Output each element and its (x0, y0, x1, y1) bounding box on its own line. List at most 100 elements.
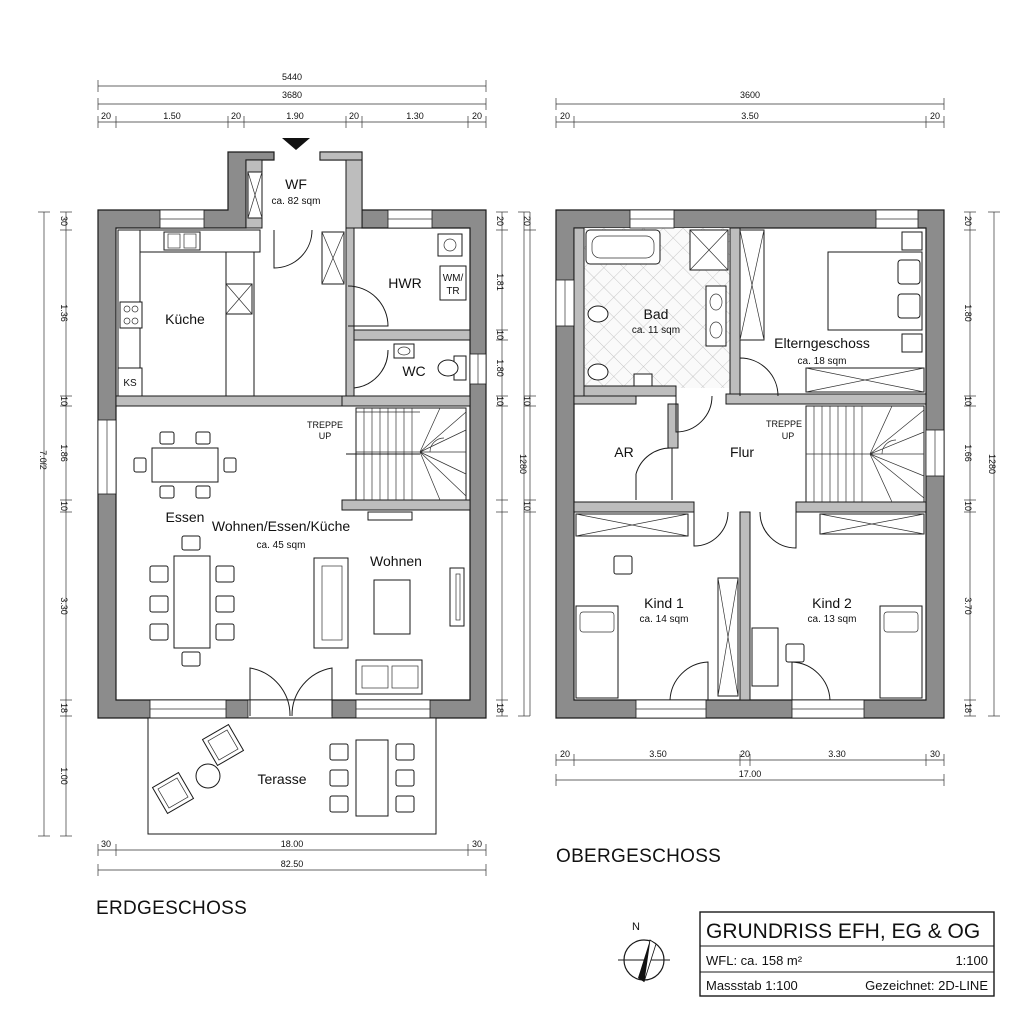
eg-dimensions-left: 7.0ſ2 30 1.36 10 1.86 10 3.30 18 1.00 (38, 211, 72, 837)
north-arrow-icon: N (618, 921, 670, 983)
room-essen-name: Essen (166, 509, 205, 525)
og-dim-bottom-seg-2: 3.50 (649, 749, 667, 759)
eg-dim-seg-5: 20 (349, 111, 359, 121)
og-dim-right-7: 18 (963, 703, 973, 713)
og-dim-seg-3: 20 (930, 111, 940, 121)
title-block-drawn-by: Gezeichnet: 2D-LINE (865, 978, 988, 993)
room-wohnen-essen-name: Wohnen/Essen/Küche (212, 518, 350, 534)
room-wm-line2: TR (446, 286, 459, 297)
room-ar-name: AR (614, 444, 633, 460)
eg-dim-terrace: 1.00 (59, 767, 69, 785)
room-wohnen-name: Wohnen (370, 553, 422, 569)
eg-dim-bottom-seg-1: 30 (101, 839, 111, 849)
og-dim-left-1: 20 (522, 216, 532, 226)
title-block-heading: GRUNDRISS EFH, EG & OG (706, 920, 980, 943)
og-dim-bottom-seg-3: 20 (740, 749, 750, 759)
eg-room-labels: WF ca. 82 sqm Küche KS HWR WM/ TR WC TRE… (123, 176, 463, 787)
og-floor-plan (555, 209, 945, 719)
room-eltern-area: ca. 18 sqm (798, 356, 847, 367)
title-block-wfl: WFL: ca. 158 m² (706, 953, 803, 968)
og-dim-bottom-overall: 17.00 (739, 769, 762, 779)
eg-dim-right-1: 20 (495, 216, 505, 226)
eg-dimensions-bottom: 30 18.00 30 82.50 (97, 839, 487, 876)
room-bad-area: ca. 11 sqm (632, 325, 680, 336)
og-dim-left-3: 10 (522, 396, 532, 406)
eg-floor-plan (97, 138, 487, 835)
og-stairs-label-2: UP (782, 431, 795, 441)
og-stairs-label-1: TREPPE (766, 419, 802, 429)
room-wc-name: WC (402, 363, 425, 379)
north-label: N (632, 921, 640, 933)
eg-dim-left-1: 30 (59, 216, 69, 226)
eg-dim-inner: 3680 (282, 90, 302, 100)
eg-dim-left-5: 10 (59, 501, 69, 511)
og-dim-overall: 3600 (740, 90, 760, 100)
og-dim-right-6: 3.70 (963, 597, 973, 615)
title-block: GRUNDRISS EFH, EG & OG WFL: ca. 158 m² 1… (699, 911, 995, 997)
title-block-scale-label: Massstab 1:100 (706, 978, 798, 993)
room-wm-line1: WM/ (443, 273, 464, 284)
entrance-arrow-icon (282, 138, 310, 150)
og-dim-bottom-seg-1: 20 (560, 749, 570, 759)
og-dim-right-2: 1.80 (963, 304, 973, 322)
room-hwr-name: HWR (388, 275, 421, 291)
og-dim-left-5: 10 (522, 501, 532, 511)
room-terasse-name: Terasse (257, 771, 306, 787)
og-dimensions-right: 20 1.80 10 1.66 10 3.70 18 1280 (963, 211, 1000, 717)
title-block-scale-ratio: 1:100 (955, 953, 988, 968)
eg-dim-left-7: 18 (59, 703, 69, 713)
eg-dim-left-2: 1.36 (59, 304, 69, 322)
og-dim-seg-2: 3.50 (741, 111, 759, 121)
eg-dim-right-3: 10 (495, 330, 505, 340)
eg-dimensions-right: 20 1.81 10 1.80 10 18 1280 (495, 211, 530, 717)
eg-dim-left-overall: 7.0ſ2 (38, 450, 48, 470)
room-bad-name: Bad (644, 306, 669, 322)
eg-dim-seg-2: 1.50 (163, 111, 181, 121)
og-outer-walls (555, 209, 945, 719)
og-dimensions-bottom: 20 3.50 20 3.30 30 17.00 (555, 749, 945, 786)
eg-dim-bottom-overall: 82.50 (281, 859, 304, 869)
eg-dim-right-5: 10 (495, 396, 505, 406)
og-windows (555, 209, 945, 719)
eg-windows (97, 209, 487, 719)
room-kind2-area: ca. 13 sqm (808, 614, 857, 625)
upper-floor-title: OBERGESCHOSS (556, 846, 721, 867)
og-dim-right-1: 20 (963, 216, 973, 226)
eg-dim-right-overall: 1280 (518, 454, 528, 474)
eg-dim-seg-3: 20 (231, 111, 241, 121)
eg-dim-seg-4: 1.90 (286, 111, 304, 121)
room-kind1-area: ca. 14 sqm (640, 614, 689, 625)
og-dim-bottom-seg-5: 30 (930, 749, 940, 759)
room-eltern-name: Elterngeschoss (774, 335, 870, 351)
room-kind2-name: Kind 2 (812, 595, 852, 611)
og-dim-right-3: 10 (963, 396, 973, 406)
og-dimensions-left: 20 10 10 (522, 212, 536, 716)
eg-dim-left-4: 1.86 (59, 444, 69, 462)
og-dim-right-overall: 1280 (987, 454, 997, 474)
eg-dim-right-4: 1.80 (495, 359, 505, 377)
og-room-labels: Bad ca. 11 sqm Elterngeschoss ca. 18 sqm… (614, 306, 870, 625)
eg-dim-bottom-inner: 18.00 (281, 839, 304, 849)
og-dim-right-5: 10 (963, 501, 973, 511)
eg-dim-seg-6: 1.30 (406, 111, 424, 121)
room-wf-name: WF (285, 176, 307, 192)
og-dim-right-4: 1.66 (963, 444, 973, 462)
eg-dim-left-3: 10 (59, 396, 69, 406)
og-staircase (805, 405, 925, 503)
eg-dimensions-top: 5440 3680 20 1.50 20 1.90 20 1.30 20 (97, 72, 487, 128)
eg-stairs-label-1: TREPPE (307, 420, 343, 430)
eg-outer-walls (97, 151, 487, 719)
eg-dim-seg-7: 20 (472, 111, 482, 121)
eg-stairs-label-2: UP (319, 431, 332, 441)
room-kind1-name: Kind 1 (644, 595, 684, 611)
room-flur-name: Flur (730, 444, 754, 460)
eg-dim-right-2: 1.81 (495, 273, 505, 291)
eg-staircase (346, 407, 467, 501)
room-kueche-name: Küche (165, 311, 205, 327)
eg-dim-right-9: 18 (495, 703, 505, 713)
room-ks-name: KS (123, 378, 137, 389)
og-dim-bottom-seg-4: 3.30 (828, 749, 846, 759)
og-dim-seg-1: 20 (560, 111, 570, 121)
eg-dim-left-6: 3.30 (59, 597, 69, 615)
